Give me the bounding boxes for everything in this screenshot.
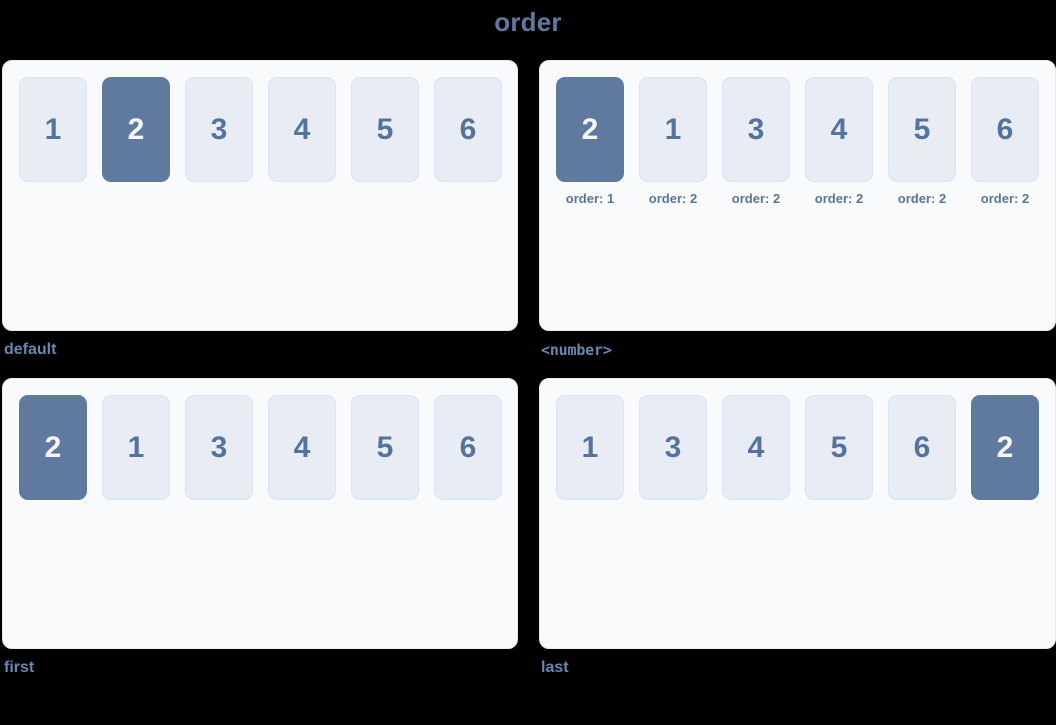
order-item: 1 order: 2	[639, 77, 707, 207]
order-tile[interactable]: 3	[639, 395, 707, 500]
demo-caption-last: last	[541, 659, 569, 676]
demo-card-number: 2 order: 1 1 order: 2 3 order: 2 4 order: 2 5 ord…	[539, 60, 1056, 331]
demo-caption-number: <number>	[541, 341, 612, 359]
order-tile[interactable]: 4	[805, 77, 873, 182]
order-tile[interactable]: 6	[971, 77, 1039, 182]
order-tile[interactable]: 3	[185, 77, 253, 182]
order-item: 6 order: 2	[971, 77, 1039, 207]
order-tile[interactable]: 3	[185, 395, 253, 500]
order-item: 4 order: 2	[805, 77, 873, 207]
order-value-label: order: 2	[648, 191, 698, 206]
order-tile-active[interactable]: 2	[102, 77, 170, 182]
order-item: 1	[556, 395, 624, 500]
order-item: 2 order: 1	[556, 77, 624, 207]
page-title: order	[494, 7, 562, 37]
order-tile[interactable]: 5	[888, 77, 956, 182]
order-item: 4	[268, 395, 336, 500]
demo-caption-default: default	[4, 341, 57, 358]
order-tile-active[interactable]: 2	[556, 77, 624, 182]
order-item: 3 order: 2	[722, 77, 790, 207]
order-tile[interactable]: 5	[805, 395, 873, 500]
order-tile[interactable]: 1	[556, 395, 624, 500]
order-item: 5	[805, 395, 873, 500]
order-value-label: order: 2	[897, 191, 947, 206]
order-tile[interactable]: 4	[268, 395, 336, 500]
order-value-label: order: 2	[980, 191, 1030, 206]
demo-caption-first: first	[4, 659, 35, 676]
order-item: 5	[351, 77, 419, 182]
order-item: 5 order: 2	[888, 77, 956, 207]
order-value-label: order: 1	[565, 191, 615, 206]
order-tile[interactable]: 6	[888, 395, 956, 500]
order-tile[interactable]: 6	[434, 77, 502, 182]
order-tile[interactable]: 3	[722, 77, 790, 182]
order-tile[interactable]: 4	[722, 395, 790, 500]
order-tile[interactable]: 4	[268, 77, 336, 182]
order-tile[interactable]: 1	[639, 77, 707, 182]
order-item: 5	[351, 395, 419, 500]
order-item: 2	[971, 395, 1039, 500]
order-item: 6	[434, 77, 502, 182]
order-item: 6	[434, 395, 502, 500]
order-item: 1	[102, 395, 170, 500]
demo-cell-number: 2 order: 1 1 order: 2 3 order: 2 4 order: 2 5 ord…	[528, 60, 1056, 360]
order-item: 2	[19, 395, 87, 500]
order-item: 1	[19, 77, 87, 182]
order-item: 4	[268, 77, 336, 182]
order-item: 4	[722, 395, 790, 500]
order-tile[interactable]: 5	[351, 77, 419, 182]
order-tile-active[interactable]: 2	[19, 395, 87, 500]
order-item: 2	[102, 77, 170, 182]
order-tile[interactable]: 1	[102, 395, 170, 500]
order-tile-active[interactable]: 2	[971, 395, 1039, 500]
order-item: 3	[185, 395, 253, 500]
row-spacer	[0, 360, 1056, 378]
order-item: 6	[888, 395, 956, 500]
order-tile[interactable]: 1	[19, 77, 87, 182]
order-tile[interactable]: 5	[351, 395, 419, 500]
order-item: 3	[639, 395, 707, 500]
order-item: 3	[185, 77, 253, 182]
order-value-label: order: 2	[731, 191, 781, 206]
order-tile[interactable]: 6	[434, 395, 502, 500]
order-value-label: order: 2	[814, 191, 864, 206]
